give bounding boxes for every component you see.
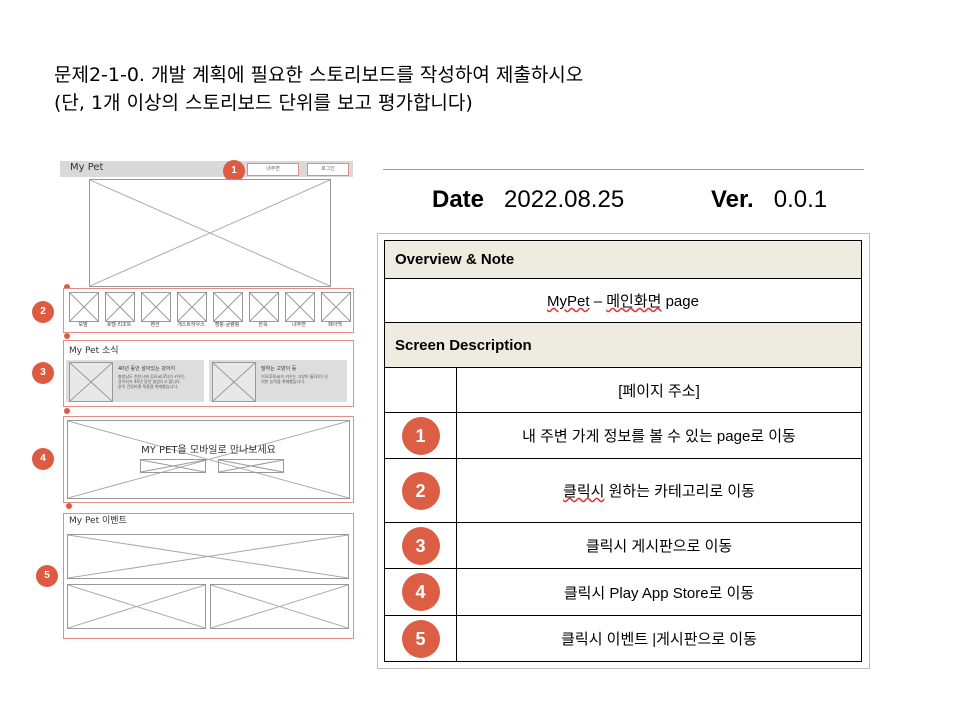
marker-4: 4 [32, 448, 54, 470]
category-label: 내주변 [292, 322, 306, 328]
overview-note-suffix: page [661, 293, 699, 310]
row-number-cell: 1 [384, 412, 457, 459]
marker-dot [66, 503, 72, 509]
date-value: 2022.08.25 [504, 186, 625, 213]
version-label: Ver. [711, 186, 754, 213]
version-value: 0.0.1 [773, 186, 828, 213]
event-card-placeholder [67, 584, 206, 629]
category-icon [285, 292, 315, 322]
news-card-body-line: 이모(26)씨가 키우는 고양이 톰(2)이 신 [261, 374, 328, 379]
category-icon [249, 292, 279, 322]
overview-header: Overview & Note [384, 240, 862, 279]
news-card: 40년 동안 살아있는 강아지 충청남도 천안시에 김모씨(35)가 키우는 강… [66, 360, 204, 402]
wireframe-login-box: 로그인 [307, 163, 349, 176]
news-section-title: My Pet 소식 [69, 346, 119, 356]
marker-3: 3 [32, 362, 54, 384]
news-card-body-line: 기한 능력을 취재했습니다. [261, 379, 306, 384]
wireframe-top-bar: My Pet 내주변 로그인 [60, 161, 353, 177]
number-badge-4: 4 [401, 573, 440, 611]
news-card-title: 말하는 고양이 등 [261, 366, 297, 372]
marker-5: 5 [36, 565, 58, 587]
title-line-2: (단, 1개 이상의 스토리보드 단위를 보고 평가합니다) [54, 92, 473, 114]
app-section: MY PET을 모바일로 만나보세요 [63, 416, 354, 503]
row-description: 내 주변 가게 정보를 볼 수 있는 page로 이동 [456, 412, 862, 459]
overview-note-page: 메인화면 [606, 293, 662, 310]
marker-dot [64, 408, 70, 414]
event-banner-placeholder [67, 534, 349, 579]
number-badge-2: 2 [401, 471, 440, 510]
overview-note-app: MyPet [547, 293, 590, 310]
category-label: 게스트하우스 [177, 322, 205, 328]
news-card-body-line: 강아지가 40년 동안 살았다고 합니다. [118, 379, 181, 384]
news-image-placeholder [69, 362, 113, 402]
overview-note-dash: – [589, 293, 607, 310]
news-card: 말하는 고양이 등 이모(26)씨가 키우는 고양이 톰(2)이 신 기한 능력… [209, 360, 347, 402]
category-icon [321, 292, 351, 322]
page-address-cell: [페이지 주소] [456, 367, 862, 413]
screen-description-header: Screen Description [384, 322, 862, 368]
marker-2: 2 [32, 301, 54, 323]
row-number-cell: 2 [384, 458, 457, 523]
divider-line [383, 169, 864, 170]
event-section: My Pet 이벤트 [63, 513, 354, 639]
category-label: 모델 [78, 322, 88, 328]
category-label: 캠핑·글램핑 [214, 322, 240, 328]
app-store-button-placeholder [218, 459, 284, 473]
hero-image-placeholder [89, 179, 331, 287]
category-icon [141, 292, 171, 322]
category-label: 호텔·리조트 [106, 322, 132, 328]
title-line-1: 문제2-1-0. 개발 계획에 필요한 스토리보드를 작성하여 제출하시오 [54, 64, 584, 86]
category-icon [213, 292, 243, 322]
row-description: 클릭시 Play App Store로 이동 [456, 568, 862, 616]
overview-note: MyPet – 메인화면 page [384, 278, 862, 323]
row-description-part: 원하는 카테고리로 이동 [604, 483, 755, 500]
row-number-cell: 5 [384, 615, 457, 662]
app-banner-placeholder [67, 420, 350, 499]
news-section: My Pet 소식 40년 동안 살아있는 강아지 충청남도 천안시에 김모씨(… [63, 340, 354, 407]
wireframe-mockup: My Pet 내주변 로그인 1 모델 호텔·리조트 펜션 게스트하우스 캠핑·… [32, 160, 354, 641]
number-badge-1: 1 [401, 416, 440, 455]
date-label: Date [432, 186, 485, 213]
wireframe-search-box: 내주변 [247, 163, 299, 176]
news-card-body: 이모(26)씨가 키우는 고양이 톰(2)이 신 기한 능력을 취재했습니다. [261, 374, 328, 384]
row-number-cell: 3 [384, 522, 457, 569]
row-description-part: 클릭시 [563, 483, 605, 500]
category-label: 페이백 [328, 322, 342, 328]
category-label: 한옥 [258, 322, 268, 328]
news-card-body-line: 같이 건강비결 특종을 취재했습니다. [118, 384, 179, 389]
number-badge-5: 5 [401, 619, 440, 658]
row-description: 클릭시 게시판으로 이동 [456, 522, 862, 569]
news-card-body: 충청남도 천안시에 김모씨(35)가 키우는 강아지가 40년 동안 살았다고 … [118, 374, 185, 389]
marker-1: 1 [223, 160, 245, 182]
date-meta: Date 2022.08.25 [432, 186, 624, 214]
category-icon [69, 292, 99, 322]
row-description: 클릭시 원하는 카테고리로 이동 [456, 458, 862, 523]
empty-number-cell [384, 367, 457, 413]
app-section-title: MY PET을 모바일로 만나보세요 [141, 445, 276, 456]
assignment-title: 문제2-1-0. 개발 계획에 필요한 스토리보드를 작성하여 제출하시오 (단… [54, 61, 583, 117]
row-number-cell: 4 [384, 568, 457, 616]
event-section-title: My Pet 이벤트 [69, 516, 127, 526]
news-image-placeholder [212, 362, 256, 402]
version-meta: Ver. 0.0.1 [711, 186, 827, 214]
category-icon [177, 292, 207, 322]
news-card-title: 40년 동안 살아있는 강아지 [118, 366, 176, 372]
category-icon [105, 292, 135, 322]
category-label: 펜션 [150, 322, 160, 328]
number-badge-3: 3 [401, 526, 440, 565]
marker-dot [64, 333, 70, 339]
marker-dot [64, 284, 70, 290]
wireframe-logo: My Pet [70, 162, 104, 173]
event-card-placeholder [210, 584, 349, 629]
row-description: 클릭시 이벤트 |게시판으로 이동 [456, 615, 862, 662]
news-card-body-line: 충청남도 천안시에 김모씨(35)가 키우는 [118, 374, 186, 379]
app-store-button-placeholder [140, 459, 206, 473]
category-section: 모델 호텔·리조트 펜션 게스트하우스 캠핑·글램핑 한옥 내주변 페이백 [63, 288, 354, 333]
storyboard-table: Overview & Note MyPet – 메인화면 page Screen… [384, 240, 862, 662]
